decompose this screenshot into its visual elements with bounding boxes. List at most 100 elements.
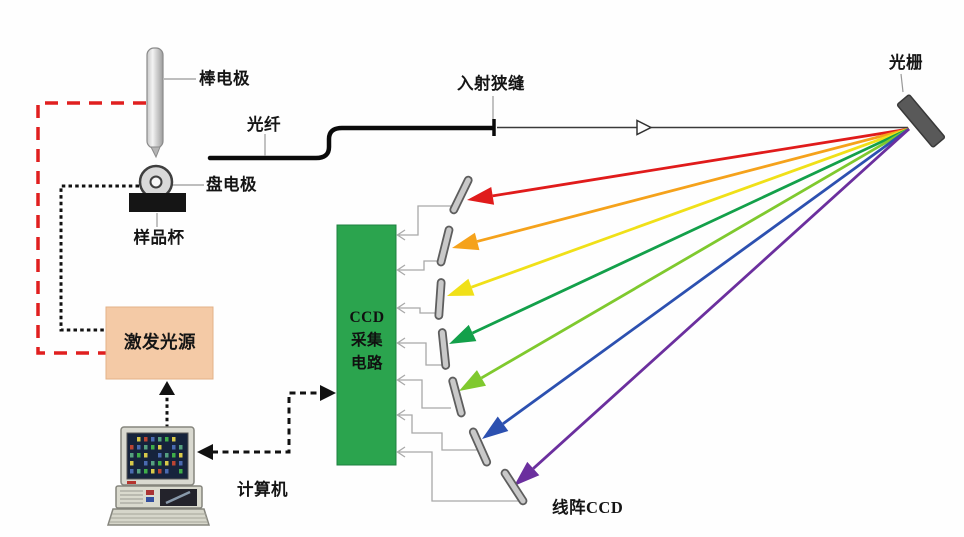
screen-speck [151,437,155,442]
leader-lines [156,73,904,227]
hv-red-dashed-line [36,101,146,355]
right-arrowhead [320,385,336,401]
screen-speck [165,461,169,466]
excitation-source-box [105,306,214,380]
grating-shape [896,94,946,148]
rod-electrode-label: 棒电极 [199,69,250,88]
screen-speck [165,453,169,458]
ccd-connector-2 [399,260,442,271]
screen-speck [158,437,162,442]
connector-arrowhead-3 [396,302,406,314]
ray-arrowhead-2 [452,232,480,251]
rod-electrode-shape [146,47,164,159]
screen-speck [130,445,134,450]
disk-electrode-label: 盘电极 [206,175,257,194]
screen-speck [179,461,183,466]
ccd-circuit-box [336,224,397,466]
screen-speck [165,469,169,474]
screen-speck [144,461,148,466]
grating-label: 光栅 [889,53,923,72]
ccd-connector-3 [399,307,438,314]
connector-arrowhead-7 [396,446,406,458]
linear-ccd-array [434,175,528,506]
screen-speck [172,437,176,442]
ray-arrowhead-5 [459,370,486,391]
screen-speck [137,453,141,458]
ray-arrowhead-7 [514,461,540,486]
ccd-element-7 [500,468,528,506]
sample-cup-label: 样品杯 [133,228,185,247]
fiber-label: 光纤 [247,115,281,134]
ccd-element-3 [434,278,446,320]
ccd-connector-7 [399,451,520,502]
ccd-circuit-label-line1: CCD [349,309,385,326]
ray-arrowhead-4 [449,324,477,344]
screen-speck [137,469,141,474]
ray-line-6 [502,127,910,425]
ccd-element-5 [448,376,466,418]
screen-speck [172,461,176,466]
screen-content [130,437,183,474]
connector-arrowhead-4 [396,337,406,349]
screen-speck [165,437,169,442]
ccd-connector-5 [399,379,451,409]
screen-speck [130,453,134,458]
screen-speck [151,445,155,450]
ccd-circuit-label-line2: 采集 [350,332,383,349]
screen-speck [172,445,176,450]
computer-shape [106,426,211,526]
connector-arrowhead-5 [396,374,406,386]
ccd-circuit-label-line3: 电路 [350,355,383,372]
sample-cup-shape [129,193,186,212]
excitation-source-label: 激发光源 [124,332,196,352]
ray-line-5 [480,127,910,380]
ray-line-3 [470,127,910,289]
up-arrowhead [159,381,175,395]
connector-arrowhead-2 [396,264,406,276]
ccd-circuit-label: CCD 采集 电路 [349,306,384,375]
screen-speck [179,453,183,458]
optical-fiber-line [207,125,495,161]
connector-arrowhead-1 [396,229,406,241]
ccd-element-2 [436,225,454,267]
left-arrowhead [197,444,213,460]
ray-arrowhead-1 [467,186,495,205]
connector-arrowhead-6 [396,409,406,421]
ccd-element-6 [468,427,492,467]
screen-speck [179,469,183,474]
entrance-slit-label: 入射狭缝 [457,74,525,93]
screen-speck [137,445,141,450]
screen-speck [172,453,176,458]
ray-line-4 [471,127,910,335]
screen-speck [130,461,134,466]
ray-arrowhead-3 [447,278,475,296]
ray-arrowhead-6 [482,416,509,439]
screen-speck [144,445,148,450]
screen-speck [179,445,183,450]
open-beam-arrowhead [636,119,653,136]
ray-line-1 [492,127,910,198]
ccd-connector-4 [399,342,448,366]
ccd-to-circuit-connectors [396,205,520,502]
dispersed-rays [447,127,910,486]
screen-speck [158,461,162,466]
ray-line-7 [532,127,910,470]
linear-ccd-label: 线阵CCD [552,498,624,517]
ccd-connector-1 [399,205,453,236]
screen-speck [151,461,155,466]
screen-speck [130,469,134,474]
screen-speck [144,469,148,474]
screen-speck [144,437,148,442]
screen-speck [158,445,162,450]
computer-ccd-dashed-line [212,391,322,454]
ray-line-2 [476,127,910,243]
ccd-connector-6 [399,414,477,451]
ccd-element-4 [437,328,451,370]
disk-to-source-dotted-line [59,184,139,332]
screen-speck [158,469,162,474]
screen-speck [151,469,155,474]
ccd-element-1 [449,175,473,215]
computer-label: 计算机 [237,480,288,499]
screen-speck [158,453,162,458]
